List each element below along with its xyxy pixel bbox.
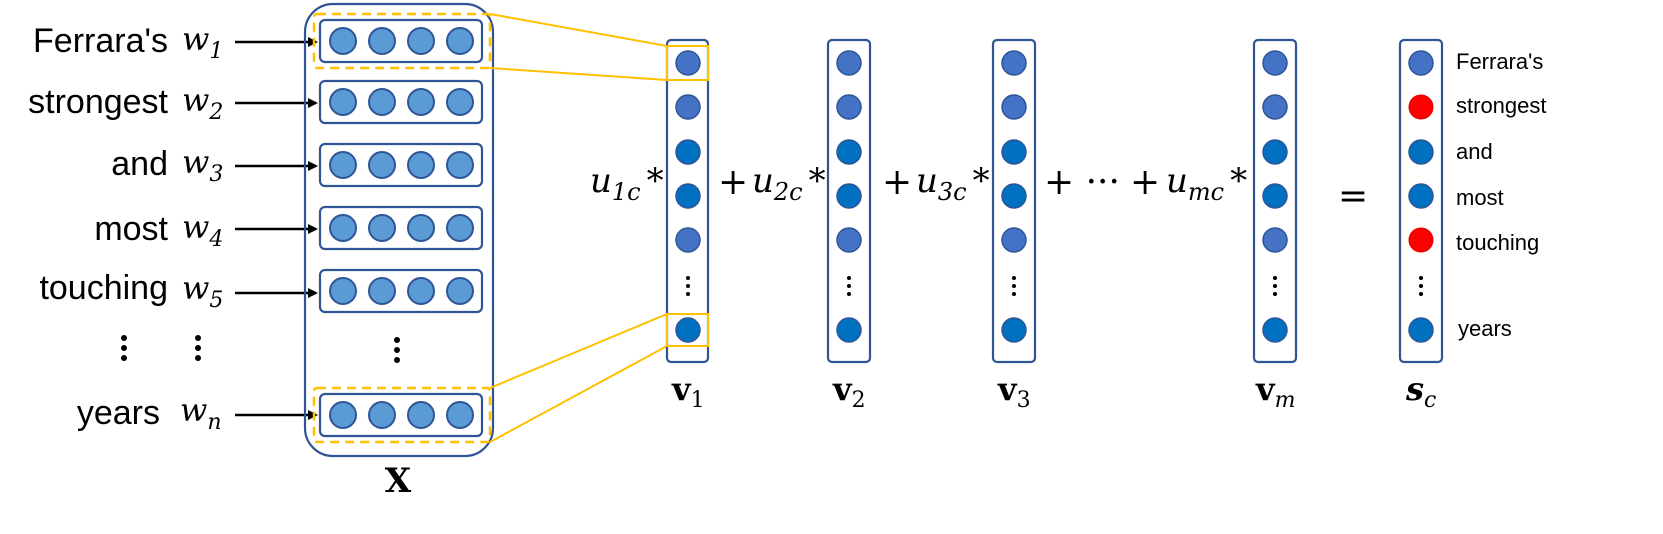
matrix-row — [318, 205, 484, 251]
connector-lines — [489, 13, 668, 443]
result-node — [1408, 227, 1434, 253]
vector-labels: v1 v2 v3 vm sc — [671, 370, 1436, 413]
result-node — [1408, 94, 1434, 120]
word-label: Ferrara's — [33, 22, 168, 60]
word-label: most — [94, 210, 168, 248]
vector-label: v3 — [997, 370, 1031, 413]
vector-label: v2 — [832, 370, 866, 413]
result-word: touching — [1456, 230, 1539, 255]
result-word: most — [1456, 185, 1504, 210]
word-variable: w1 — [182, 20, 223, 64]
plus-operator: + — [882, 162, 912, 203]
word-label: strongest — [28, 83, 168, 121]
vector-label: v1 — [671, 370, 705, 413]
result-node — [1408, 50, 1434, 76]
matrix-ellipsis — [394, 337, 400, 363]
word-variable: w2 — [182, 81, 223, 125]
vector-label: vm — [1255, 370, 1295, 413]
left-ellipsis — [121, 335, 201, 361]
matrix-row — [318, 392, 484, 438]
highlight-row-last — [312, 386, 492, 444]
matrix-frame — [303, 2, 495, 458]
word-variables: w1 w2 w3 w4 w5 wn — [180, 20, 223, 435]
word-variable: w5 — [182, 269, 223, 313]
result-node — [1408, 139, 1434, 165]
coefficient-term: u1c* — [590, 161, 664, 206]
result-word-labels: Ferrara's strongest and most touching ye… — [1456, 49, 1547, 341]
vector-v3 — [991, 38, 1037, 364]
vector-v2 — [826, 38, 872, 364]
word-labels: Ferrara's strongest and most touching ye… — [28, 22, 168, 432]
result-word: and — [1456, 139, 1493, 164]
word-label: touching — [39, 269, 168, 307]
vector-sc — [1398, 38, 1444, 364]
word-label: and — [111, 145, 168, 183]
coefficient-term: umc* — [1166, 161, 1247, 206]
highlight-element-first — [666, 45, 709, 81]
matrix-row — [318, 79, 484, 125]
ellipsis-term: + ··· — [1044, 162, 1120, 203]
vector-v1 — [665, 38, 710, 364]
plus-operator: + — [718, 162, 748, 203]
word-variable: w3 — [182, 143, 223, 187]
result-node — [1408, 317, 1434, 343]
coefficient-term: u2c* — [752, 161, 826, 206]
word-variable: w4 — [182, 208, 223, 252]
highlight-element-last — [666, 313, 709, 347]
vector-vm — [1252, 38, 1298, 364]
matrix-row — [318, 18, 484, 64]
word-label: years — [77, 394, 160, 432]
result-word: Ferrara's — [1456, 49, 1543, 74]
coefficient-term: u3c* — [916, 161, 990, 206]
matrix-row — [318, 268, 484, 314]
highlight-row-first — [312, 12, 492, 70]
word-variable: wn — [180, 391, 222, 435]
matrix-label: X — [385, 461, 412, 501]
vector-label: sc — [1405, 370, 1436, 413]
matrix-row — [318, 142, 484, 188]
matrix-x — [303, 2, 495, 458]
result-word: strongest — [1456, 93, 1547, 118]
equation-terms: u1c* + u2c* + u3c* + ··· + umc* = — [590, 161, 1368, 217]
equals-operator: = — [1338, 176, 1368, 217]
result-word: years — [1458, 316, 1512, 341]
plus-operator: + — [1130, 162, 1160, 203]
result-node — [1408, 183, 1434, 209]
word-arrows — [235, 37, 318, 420]
